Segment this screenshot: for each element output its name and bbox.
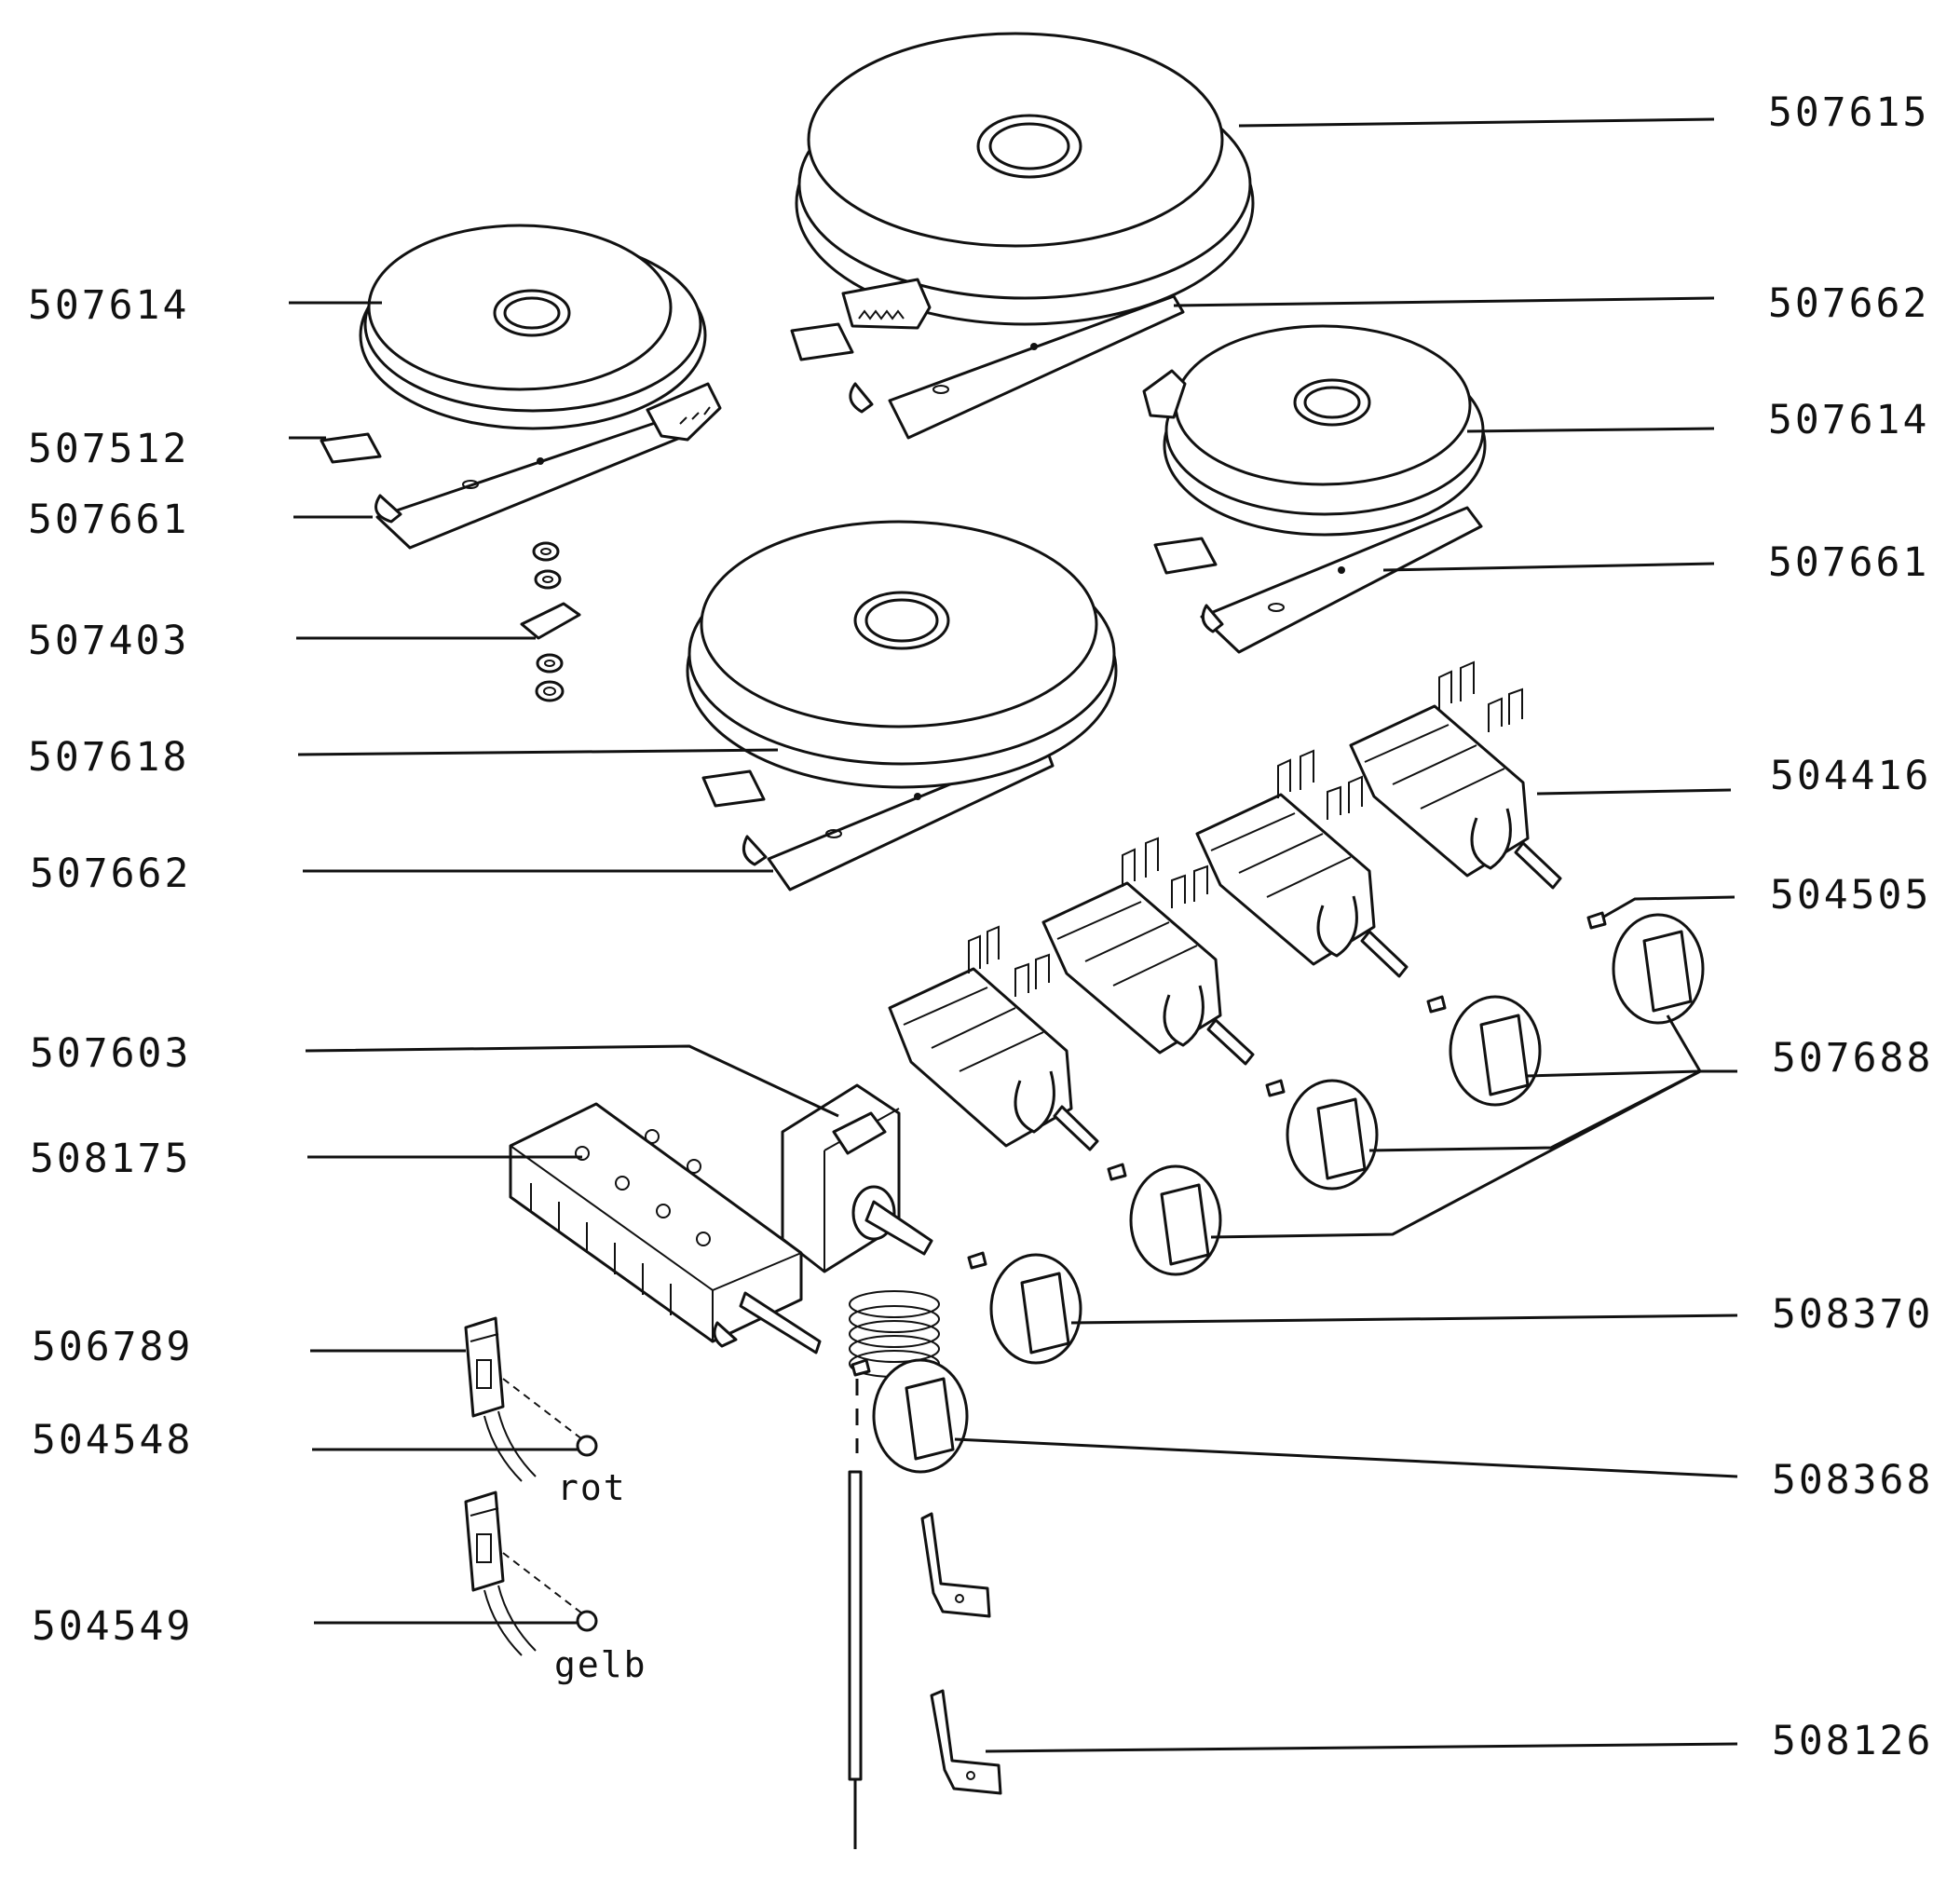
control-knob-2 — [1426, 995, 1542, 1107]
thermostat — [781, 1083, 933, 1273]
knob-bracket-lower — [930, 1689, 1002, 1795]
label-507618: 507618 — [28, 734, 189, 781]
hotplate-small-left — [320, 224, 722, 550]
thermostat-capillary — [848, 1290, 940, 1849]
label-508175: 508175 — [30, 1136, 191, 1182]
label-506789: 506789 — [32, 1324, 193, 1370]
label-507688: 507688 — [1772, 1035, 1933, 1082]
label-507662-right: 507662 — [1768, 280, 1929, 327]
note-gelb: gelb — [554, 1644, 647, 1685]
terminal-block — [509, 1102, 822, 1354]
energy-regulator-3 — [1195, 749, 1409, 978]
label-507614-left: 507614 — [28, 282, 189, 329]
label-507662-left: 507662 — [30, 851, 191, 897]
label-507614-right: 507614 — [1768, 397, 1929, 443]
fixing-hardware-stack — [520, 541, 581, 702]
control-knob-thermostat — [851, 1358, 969, 1474]
leader-lines-left — [289, 301, 839, 1625]
label-504548: 504548 — [32, 1417, 193, 1463]
energy-regulator-4 — [1349, 660, 1562, 890]
note-rot: rot — [557, 1467, 627, 1508]
part-labels-left: 507614 507512 507661 507403 507618 50766… — [28, 282, 193, 1650]
label-508126: 508126 — [1772, 1718, 1933, 1764]
part-labels-right: 507615 507662 507614 507661 504416 50450… — [1768, 89, 1933, 1764]
knob-bracket-upper — [920, 1512, 991, 1618]
label-508368: 508368 — [1772, 1457, 1933, 1504]
control-knob-3 — [1265, 1079, 1379, 1191]
hotplate-large-middle — [686, 520, 1118, 892]
control-knob-5 — [967, 1251, 1082, 1365]
label-504416: 504416 — [1770, 753, 1931, 799]
leader-lines-right — [954, 117, 1738, 1753]
hotplate-medium-right — [1142, 324, 1487, 654]
label-507661-left: 507661 — [28, 497, 189, 543]
label-504549: 504549 — [32, 1603, 193, 1650]
label-507615: 507615 — [1768, 89, 1929, 136]
energy-regulator-1 — [888, 925, 1099, 1151]
hotplate-large-top — [790, 32, 1255, 440]
label-508370: 508370 — [1772, 1291, 1933, 1338]
label-507661-right: 507661 — [1768, 539, 1929, 586]
label-507512: 507512 — [28, 426, 189, 472]
energy-regulator-2 — [1041, 837, 1255, 1066]
indicator-lamp-red — [464, 1316, 598, 1482]
indicator-lamp-yellow — [464, 1490, 598, 1656]
label-507403: 507403 — [28, 618, 189, 664]
label-504505: 504505 — [1770, 872, 1931, 919]
control-knob-4 — [1107, 1163, 1222, 1276]
control-knob-1 — [1586, 911, 1705, 1025]
label-507603: 507603 — [30, 1030, 191, 1077]
